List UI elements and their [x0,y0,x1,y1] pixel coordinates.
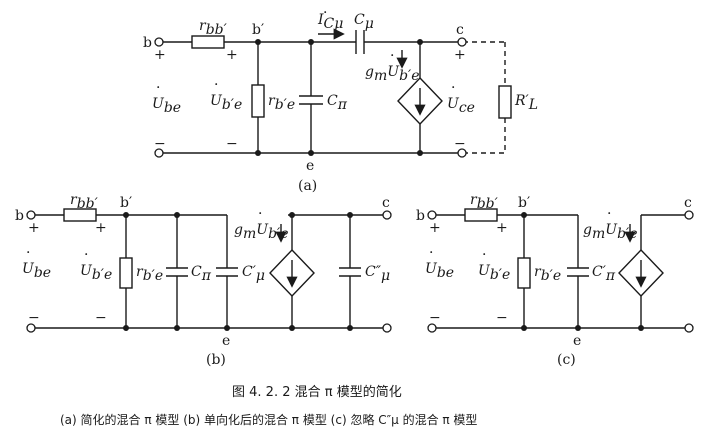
dot-accent: · [482,247,486,263]
label-ubpe: Ub′e [80,263,112,283]
sign-minus: − [454,136,466,152]
label-gm-ube: gmUb′e [583,222,638,242]
node-c: c [456,22,464,38]
dot-accent: · [214,77,218,93]
node-e: e [222,333,230,349]
panel-a: b + − + − + − rbb′ b′ c e Cμ ICμ · Ube ·… [143,5,538,194]
resistor-rbe [251,84,265,118]
sign-minus: − [95,310,107,326]
sign-plus: + [226,47,238,63]
panel-label-b: (b) [206,352,226,368]
dot-accent: · [390,48,394,64]
node-bprime: b′ [252,22,264,38]
node-bprime: b′ [518,195,530,211]
dot-accent: · [451,80,455,96]
label-rbe: rb′e [534,264,561,284]
node-e: e [573,333,581,349]
sign-plus: + [154,47,166,63]
label-ubpe: Ub′e [478,263,510,283]
sign-plus: + [454,47,466,63]
dot-accent: · [156,80,160,96]
panel-label-a: (a) [298,178,317,194]
label-gm-ube: gmUb′e [234,222,289,242]
dot-accent: · [607,206,611,222]
label-cmu: Cμ [354,12,374,32]
label-ubpe: Ub′e [210,93,242,113]
label-rl: R′L [514,93,538,113]
label-cpi-prime: C′π [592,264,616,284]
node-c: c [382,195,390,211]
dot-accent: · [26,245,30,261]
label-cpi: Cπ [327,93,348,113]
label-ube: Ube [22,261,51,281]
label-rbb: rbb′ [199,18,228,38]
sign-minus: − [226,136,238,152]
node-b: b [15,208,24,224]
label-rbb: rbb′ [70,192,99,212]
dot-accent: · [429,245,433,261]
label-gm-ube: gmUb′e [365,64,420,84]
dot-accent: · [323,5,327,21]
dot-accent: · [258,206,262,222]
panel-b: b + − + − rbb′ b′ c e Ube · Ub′e · rb′e … [15,192,392,368]
sign-plus: + [95,220,107,236]
sign-minus: − [496,310,508,326]
node-b: b [416,208,425,224]
node-e: e [306,158,314,174]
label-rbe: rb′e [136,264,163,284]
figure-caption-title: 图 4. 2. 2 混合 π 模型的简化 [232,384,402,400]
panel-c: b + − + − rbb′ b′ c e Ube · Ub′e · rb′e … [416,192,694,368]
dot-accent: · [84,247,88,263]
resistor-rbe [119,257,133,289]
label-cpi: Cπ [191,264,212,284]
label-ube: Ube [152,96,181,116]
resistor-rl [498,85,512,119]
label-cmu-prime: C′μ [242,264,265,284]
figure-caption-sub: (a) 简化的混合 π 模型 (b) 单向化后的混合 π 模型 (c) 忽略 C… [60,412,477,427]
label-cmu-doubleprime: C″μ [365,264,390,284]
label-uce: Uce [447,96,475,116]
sign-plus: + [429,220,441,236]
sign-plus: + [28,220,40,236]
label-rbe: rb′e [268,93,295,113]
node-bprime: b′ [120,195,132,211]
resistor-rbe [517,257,531,289]
sign-minus: − [154,136,166,152]
node-b: b [143,35,152,51]
sign-plus: + [496,220,508,236]
sign-minus: − [429,310,441,326]
panel-label-c: (c) [557,352,576,368]
sign-minus: − [28,310,40,326]
node-c: c [684,195,692,211]
label-rbb: rbb′ [470,192,499,212]
label-ic: ICμ [317,12,343,32]
label-ube: Ube [425,261,454,281]
